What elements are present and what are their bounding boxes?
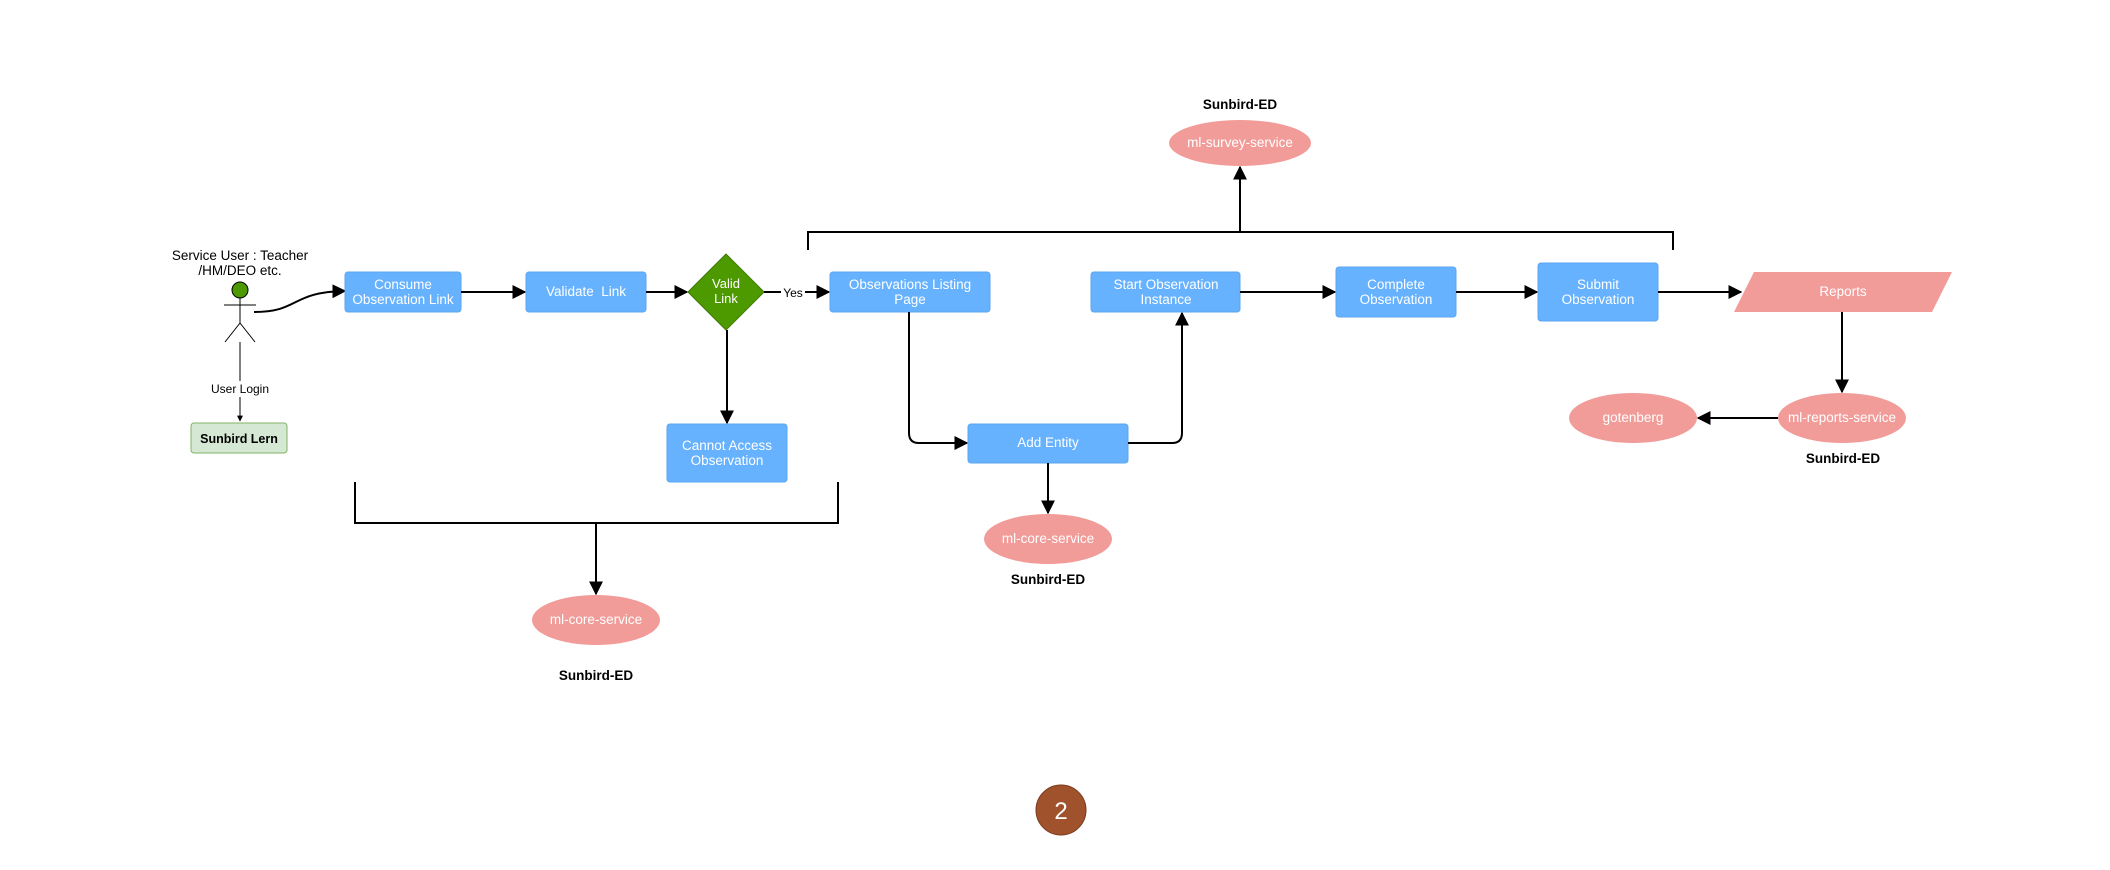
submit-label-line1: Submit [1577, 277, 1619, 292]
consume-label-line2: Observation Link [352, 292, 454, 307]
bracket-top-group [807, 165, 1674, 250]
listing-label-line2: Page [894, 292, 926, 307]
valid-link-decision: Valid Link [687, 253, 765, 331]
ml-core-middle-label: ml-core-service [1002, 531, 1094, 546]
platform-label-left: Sunbird-ED [559, 668, 633, 683]
stick-figure-icon [224, 281, 256, 343]
start-observation-instance-node: Start Observation Instance [1090, 271, 1241, 313]
reports-node: Reports [1734, 272, 1952, 312]
decision-label-line1: Valid [712, 276, 740, 291]
cannot-access-observation-node: Cannot Access Observation [666, 423, 788, 483]
ml-reports-label: ml-reports-service [1788, 410, 1896, 425]
edge-label-user-login: User Login [211, 382, 269, 396]
validate-label: Validate Link [546, 284, 626, 299]
consume-label-line1: Consume [374, 277, 432, 292]
edge-actor-to-consume [253, 284, 347, 313]
bracket-left-group [354, 482, 839, 596]
ml-core-service-left: ml-core-service [532, 595, 660, 645]
sunbird-lern-node: Sunbird Lern [190, 422, 288, 454]
ml-core-service-middle: ml-core-service [984, 514, 1112, 564]
add-entity-node: Add Entity [967, 423, 1129, 464]
start-label-line2: Instance [1140, 292, 1191, 307]
submit-label-line2: Observation [1562, 292, 1635, 307]
page-number-badge: 2 [1035, 784, 1087, 836]
sunbird-lern-label: Sunbird Lern [200, 432, 278, 446]
ml-reports-service: ml-reports-service [1778, 393, 1906, 443]
actor-label-line2: /HM/DEO etc. [198, 263, 281, 278]
edge-listing-to-add-entity [908, 312, 969, 450]
actor: Service User : Teacher /HM/DEO etc. [172, 248, 309, 343]
ml-survey-label: ml-survey-service [1187, 135, 1293, 150]
listing-label-line1: Observations Listing [849, 277, 971, 292]
edge-add-entity-to-start [1128, 311, 1189, 444]
gotenberg-service: gotenberg [1569, 393, 1697, 443]
platform-label-top: Sunbird-ED [1203, 97, 1277, 112]
page-number-label: 2 [1054, 798, 1067, 825]
cannot-label-line2: Observation [691, 453, 764, 468]
ml-core-left-label: ml-core-service [550, 612, 642, 627]
complete-label-line2: Observation [1360, 292, 1433, 307]
complete-label-line1: Complete [1367, 277, 1425, 292]
complete-observation-node: Complete Observation [1335, 266, 1457, 318]
start-label-line1: Start Observation [1113, 277, 1218, 292]
gotenberg-label: gotenberg [1603, 410, 1664, 425]
platform-label-right: Sunbird-ED [1806, 451, 1880, 466]
reports-label: Reports [1819, 284, 1867, 299]
ml-survey-service: ml-survey-service [1169, 120, 1311, 166]
observations-listing-page-node: Observations Listing Page [829, 271, 991, 313]
platform-label-middle: Sunbird-ED [1011, 572, 1085, 587]
validate-link-node: Validate Link [525, 271, 647, 313]
cannot-label-line1: Cannot Access [682, 438, 772, 453]
actor-label-line1: Service User : Teacher [172, 248, 309, 263]
edge-yes: Yes [764, 285, 831, 300]
edge-label-yes: Yes [783, 286, 803, 300]
edge-user-login: User Login [208, 342, 272, 422]
submit-observation-node: Submit Observation [1537, 262, 1659, 322]
consume-observation-link-node: Consume Observation Link [344, 271, 462, 313]
decision-label-line2: Link [714, 291, 738, 306]
add-entity-label: Add Entity [1017, 435, 1079, 450]
